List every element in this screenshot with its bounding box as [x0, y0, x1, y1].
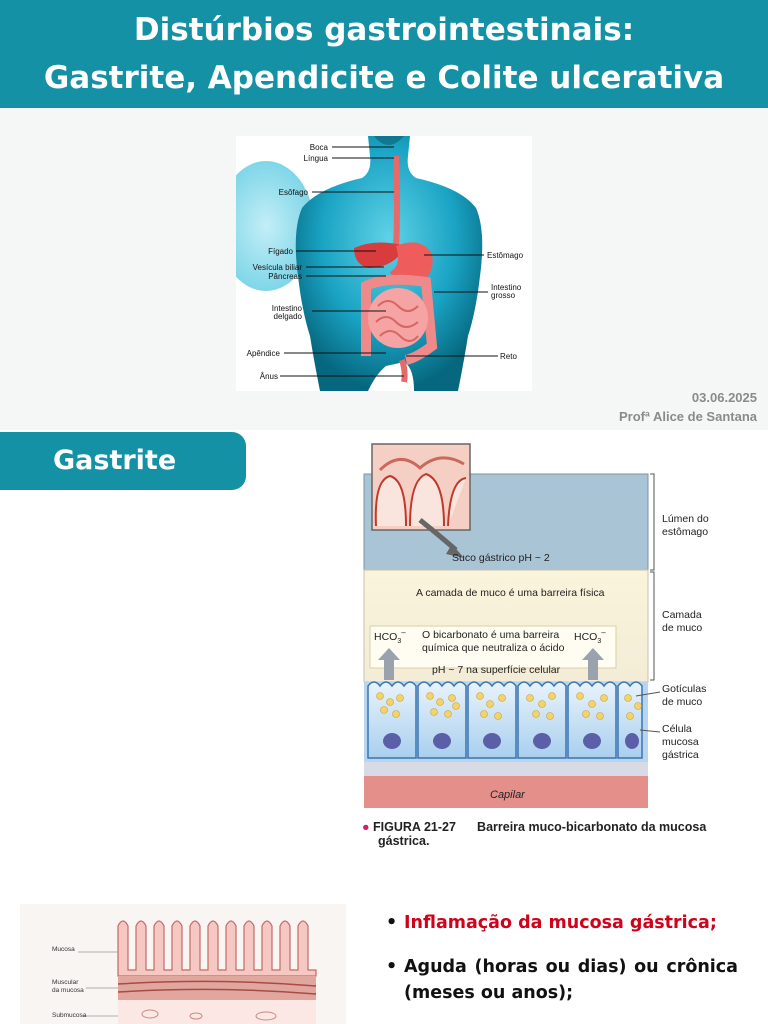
- bicarbonate-box: [369, 625, 617, 669]
- label-barreira-fisica: A camada de muco é uma barreira física: [416, 587, 605, 599]
- capillary-layer: [364, 776, 648, 808]
- label-suco-gastrico: Suco gástrico pH ~ 2: [452, 552, 550, 564]
- label-apendice: Apêndice: [247, 349, 281, 358]
- stomach-shape: [390, 242, 433, 285]
- label-camada-1: Camada: [662, 609, 702, 621]
- label-muscular-2: da mucosa: [52, 987, 84, 994]
- slide-header: Distúrbios gastrointestinais: Gastrite, …: [0, 0, 768, 108]
- label-hco3-left: HCO3–: [374, 628, 406, 645]
- label-pancreas: Pâncreas: [268, 272, 302, 281]
- mucosa-folds: [117, 920, 317, 977]
- label-intestino-grosso-2: grosso: [491, 291, 516, 300]
- label-figado: Fígado: [268, 247, 293, 256]
- large-intestine-shape: [361, 274, 438, 365]
- label-goticulas-1: Gotículas: [662, 683, 706, 695]
- muscularis-mucosa: [118, 976, 316, 1000]
- gastric-cells: [364, 681, 648, 762]
- slide-title-line-1: Distúrbios gastrointestinais:: [133, 12, 635, 48]
- body-silhouette: [295, 136, 483, 391]
- label-reto: Reto: [500, 352, 517, 361]
- label-celula-1: Célula: [662, 723, 692, 735]
- label-goticulas-2: de muco: [662, 696, 702, 708]
- liver-shape: [354, 242, 406, 268]
- label-bicarbonato-2: química que neutraliza o ácido: [422, 642, 565, 654]
- label-lingua: Língua: [304, 154, 329, 163]
- bullet-item-inflamacao: Inflamação da mucosa gástrica;: [386, 910, 738, 936]
- figure-caption: ● FIGURA 21-27 Barreira muco-bicarbonato …: [362, 820, 732, 848]
- slide-title-line-2: Gastrite, Apendicite e Colite ulcerativa: [43, 60, 725, 96]
- digestive-system-illustration: Boca Língua Esôfago Fígado Vesícula bili…: [236, 136, 532, 391]
- label-hco3-right: HCO3–: [574, 628, 606, 645]
- background-glow: [236, 161, 314, 291]
- mucus-bicarbonate-figure: Lúmen do estômago Camada de muco Gotícul…: [363, 443, 709, 808]
- caption-figure-number: FIGURA 21-27: [373, 820, 456, 834]
- slide-author: Profª Alice de Santana: [619, 409, 757, 424]
- label-intestino-grosso-1: Intestino: [491, 283, 522, 292]
- label-lumen-1: Lúmen do: [662, 513, 709, 525]
- label-capilar: Capilar: [490, 789, 526, 801]
- label-vesicula: Vesícula biliar: [253, 263, 303, 272]
- label-mucosa: Mucosa: [52, 946, 75, 953]
- caption-text-2: gástrica.: [378, 834, 430, 848]
- label-celula-3: gástrica: [662, 749, 699, 761]
- label-ph7: pH ~ 7 na superfície celular: [432, 664, 561, 676]
- label-esofago: Esôfago: [279, 188, 309, 197]
- section-title-gastrite: Gastrite: [0, 432, 246, 490]
- basement-membrane: [364, 762, 648, 776]
- hco3-arrows: [378, 648, 604, 680]
- label-bicarbonato-1: O bicarbonato é uma barreira: [422, 629, 559, 641]
- caption-bullet: ●: [362, 820, 370, 834]
- label-boca: Boca: [310, 143, 329, 152]
- label-camada-2: de muco: [662, 622, 702, 634]
- slide-date: 03.06.2025: [691, 390, 757, 405]
- label-celula-2: mucosa: [662, 736, 699, 748]
- label-lumen-2: estômago: [662, 526, 708, 538]
- label-anus: Ânus: [260, 372, 278, 381]
- small-intestine-shape: [368, 288, 428, 348]
- gastrite-bullet-list: Inflamação da mucosa gástrica; Aguda (ho…: [386, 910, 738, 1024]
- gastric-pit-inset: [371, 443, 471, 558]
- bullet-item-aguda-cronica: Aguda (horas ou dias) ou crônica (meses …: [386, 954, 738, 1006]
- gastric-wall-figure: Mucosa Muscular da mucosa Submucosa: [20, 904, 346, 1024]
- label-submucosa: Submucosa: [52, 1012, 87, 1019]
- label-intestino-delgado-1: Intestino: [272, 304, 303, 313]
- label-intestino-delgado-2: delgado: [274, 312, 303, 321]
- label-estomago: Estômago: [487, 251, 524, 260]
- caption-text-1: Barreira muco-bicarbonato da mucosa: [477, 820, 707, 834]
- submucosa-layer: [118, 1000, 316, 1024]
- esophagus-shape: [393, 155, 400, 252]
- label-muscular-1: Muscular: [52, 979, 79, 986]
